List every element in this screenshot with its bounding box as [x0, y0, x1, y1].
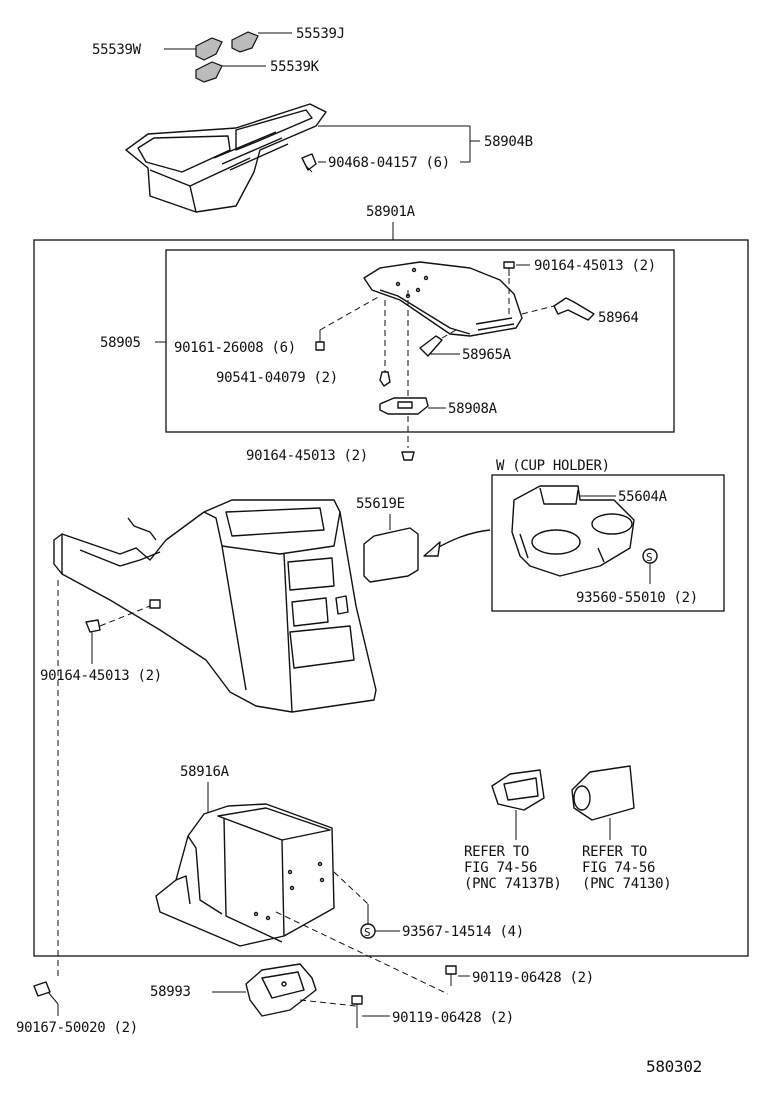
label-58908a: 58908A: [448, 401, 498, 417]
screw-90167: [33, 981, 59, 1005]
label-93567: 93567-14514 (4): [402, 924, 524, 940]
label-55539w: 55539W: [92, 42, 142, 58]
clip-55539j: [231, 31, 259, 53]
label-58993: 58993: [150, 984, 191, 1000]
console-body: [53, 499, 377, 713]
svg-text:S: S: [646, 551, 652, 564]
armrest-lid: [363, 261, 523, 337]
refer1-line2: FIG 74-56: [464, 860, 537, 876]
label-58901a: 58901A: [366, 204, 416, 220]
label-58905: 58905: [100, 335, 141, 351]
label-90164-b: 90164-45013 (2): [246, 448, 368, 464]
label-90161: 90161-26008 (6): [174, 340, 296, 356]
bracket-58993: [245, 963, 317, 1017]
cover-55619e: [363, 527, 419, 583]
label-90164-a: 90164-45013 (2): [534, 258, 656, 274]
diagram-id: 580302: [646, 1057, 702, 1076]
refer2-line3: (PNC 74130): [582, 876, 671, 892]
arrow-cup-to-cover: [433, 529, 491, 551]
screw-90468: [301, 153, 317, 173]
tray-58904b: [125, 103, 327, 213]
label-90119-b: 90119-06428 (2): [392, 1010, 514, 1026]
assembly-frame-58901a: [33, 239, 749, 957]
label-90541: 90541-04079 (2): [216, 370, 338, 386]
screw-90164-mid: [401, 451, 415, 461]
clip-90541: [379, 371, 391, 387]
label-90119-a: 90119-06428 (2): [472, 970, 594, 986]
cup-holder-55604a: [511, 485, 635, 577]
switch-74130: [571, 765, 635, 821]
refer2-line1: REFER TO: [582, 844, 647, 860]
s-mark-cup: S: [642, 548, 658, 564]
refer1-line3: (PNC 74137B): [464, 876, 562, 892]
label-58916a: 58916A: [180, 764, 230, 780]
refer1-line1: REFER TO: [464, 844, 529, 860]
label-55539j: 55539J: [296, 26, 345, 42]
svg-text:S: S: [364, 926, 370, 939]
bolt-90119-a: [445, 965, 457, 986]
label-90167: 90167-50020 (2): [16, 1020, 138, 1036]
label-55604a: 55604A: [618, 489, 668, 505]
pin-58965a: [419, 335, 443, 357]
s-mark-box: S: [360, 923, 376, 939]
screw-90164-left: [85, 619, 101, 633]
label-58964: 58964: [598, 310, 639, 326]
clip-55539k: [195, 61, 223, 83]
switch-74137b: [491, 769, 545, 811]
cup-holder-title: W (CUP HOLDER): [496, 458, 610, 474]
label-55619e: 55619E: [356, 496, 405, 512]
bolt-90119-b: [351, 995, 363, 1028]
label-58965a: 58965A: [462, 347, 512, 363]
label-90164-c: 90164-45013 (2): [40, 668, 162, 684]
hinge-58964: [553, 297, 595, 321]
storage-box-58916a: [155, 803, 335, 947]
screw-90164-top: [503, 261, 515, 276]
latch-58908a: [379, 397, 429, 415]
refer2-line2: FIG 74-56: [582, 860, 655, 876]
clip-55539w: [195, 37, 223, 61]
screw-90161: [315, 330, 325, 351]
cup-holder-box: [491, 474, 725, 612]
subassembly-box-58905: [165, 249, 675, 433]
label-58904b: 58904B: [484, 134, 533, 150]
label-93560: 93560-55010 (2): [576, 590, 698, 606]
label-90468: 90468-04157 (6): [328, 155, 450, 171]
label-55539k: 55539K: [270, 59, 320, 75]
